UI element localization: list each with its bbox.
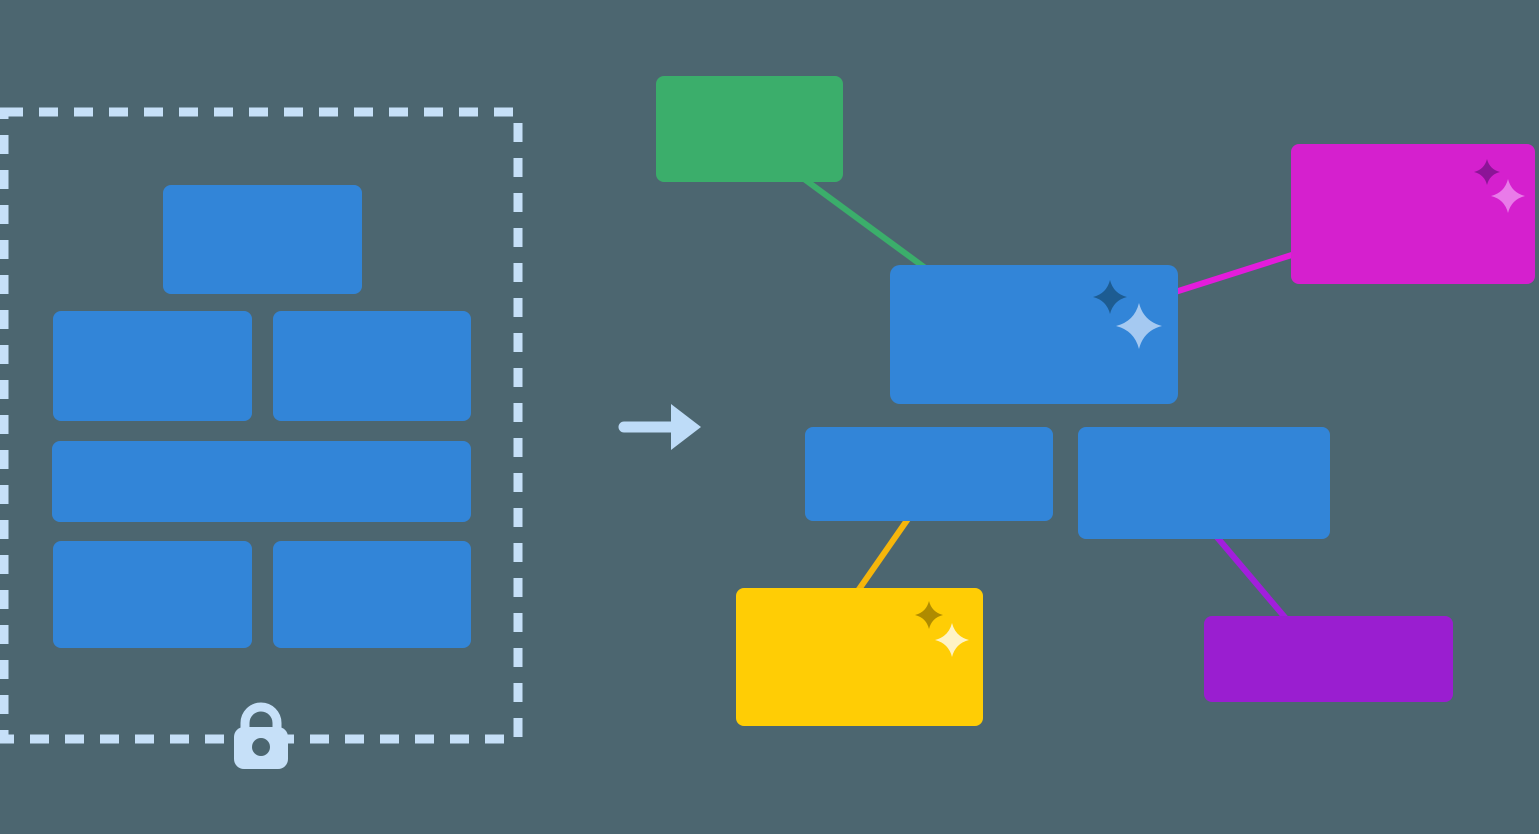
lock-shackle	[240, 702, 282, 729]
green-node	[656, 76, 843, 182]
yellow-connector	[852, 514, 913, 597]
locked-block	[273, 311, 471, 421]
green-connector	[798, 173, 930, 273]
locked-block	[163, 185, 362, 294]
locked-block	[52, 441, 471, 522]
arrow-head-icon	[671, 404, 701, 450]
yellow-node	[736, 588, 983, 726]
lock-keyhole	[252, 738, 270, 756]
sparkle-icon	[915, 601, 943, 629]
sparkle-icon	[935, 623, 969, 657]
sparkle-icon	[1491, 179, 1525, 213]
purple-connector	[1213, 534, 1291, 623]
dashed-locked-border	[0, 107, 523, 744]
magenta-node	[1291, 144, 1535, 284]
sparkle-icon	[1093, 280, 1127, 314]
locked-block	[53, 311, 252, 421]
locked-block	[273, 541, 471, 648]
locked-block	[53, 541, 252, 648]
mid-left-blue-node	[805, 427, 1053, 521]
magenta-connector	[1171, 250, 1299, 296]
purple-node	[1204, 616, 1453, 702]
sparkle-icon	[1474, 159, 1500, 185]
sparkle-icon	[1116, 303, 1162, 349]
mid-right-blue-node	[1078, 427, 1330, 539]
